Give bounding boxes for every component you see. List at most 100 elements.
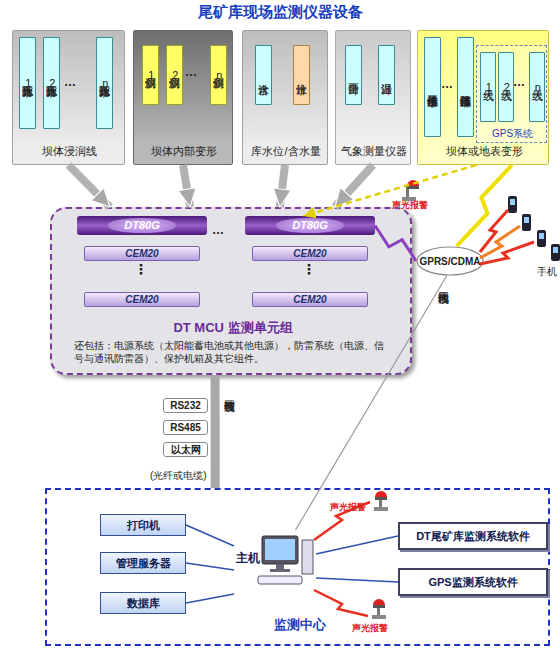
node-heading: 监测中心 bbox=[47, 618, 552, 632]
ellipsis: … bbox=[185, 66, 197, 79]
node-label: 以太网 bbox=[171, 444, 201, 455]
node-label: 天线1 bbox=[482, 81, 494, 93]
text-wrap: 沉降位移传感器 bbox=[458, 38, 473, 136]
node-label: DT尾矿库监测系统软件 bbox=[416, 530, 530, 542]
node-heading: 坝体内部变形 bbox=[134, 145, 234, 157]
module-box: CEM20 bbox=[84, 246, 200, 261]
device-box: 打印机 bbox=[100, 514, 186, 536]
text-wrap: 天线n bbox=[530, 53, 544, 121]
alarm-icon bbox=[372, 599, 386, 619]
node-label: 测斜仪2 bbox=[169, 69, 181, 81]
node-label: 管理服务器 bbox=[116, 557, 171, 569]
sensor-box: 水平位移传感器 bbox=[424, 37, 441, 137]
link-line bbox=[186, 525, 234, 546]
sensor-box: 测斜仪1 bbox=[142, 45, 159, 105]
computer-icon bbox=[258, 536, 313, 584]
text-wrap: 测斜仪n bbox=[211, 46, 226, 104]
node-label: 孔隙水压力计1 bbox=[22, 77, 34, 89]
node-label: DT80G bbox=[276, 218, 343, 232]
ellipsis: … bbox=[513, 76, 525, 89]
software-box: DT尾矿库监测系统软件 bbox=[398, 522, 548, 550]
text-wrap: 数据库 bbox=[101, 593, 185, 613]
node-label: CEM20 bbox=[125, 248, 158, 259]
phone-label: 手机 bbox=[537, 266, 557, 277]
text-wrap: 孔隙水压力计2 bbox=[44, 38, 59, 128]
antenna-box: 天线n bbox=[529, 52, 545, 122]
sensor-group: 含水计水位计库水位/含水量 bbox=[242, 30, 328, 165]
sensor-box: 孔隙水压力计n bbox=[96, 37, 113, 129]
ellipsis: … bbox=[441, 78, 453, 91]
node-label: 孔隙水压力计2 bbox=[46, 77, 58, 89]
wireless-link bbox=[296, 276, 447, 530]
logger-box: DT80G bbox=[77, 216, 207, 235]
sensor-group: 孔隙水压力计1孔隙水压力计2孔隙水压力计n坝体浸润线 bbox=[12, 30, 125, 165]
node-label: 天线2 bbox=[500, 81, 512, 93]
text-wrap: 孔隙水压力计n bbox=[97, 38, 112, 128]
node-label: GPS监测系统软件 bbox=[428, 576, 517, 588]
node-label: RS485 bbox=[170, 422, 201, 433]
ellipsis: ⋮ bbox=[302, 262, 316, 277]
interface-box: RS232 bbox=[163, 398, 208, 413]
sensor-box: 孔隙水压力计1 bbox=[19, 37, 36, 129]
alarm-bolts bbox=[314, 502, 370, 616]
alarm-label: 声光报警 bbox=[352, 624, 388, 634]
data-arrow bbox=[69, 165, 111, 207]
text-wrap: 天线1 bbox=[481, 53, 495, 121]
wireless-bolts bbox=[480, 210, 534, 264]
sensor-box: 含水计 bbox=[255, 45, 272, 105]
node-label: 数据库 bbox=[127, 597, 160, 609]
ellipse-shape bbox=[417, 247, 483, 275]
antenna-box: 天线2 bbox=[498, 52, 514, 122]
alarm-label: 声光报警 bbox=[392, 201, 428, 211]
text-wrap: CEM20 bbox=[253, 247, 367, 260]
module-box: CEM20 bbox=[84, 292, 200, 307]
sensor-box: 温湿计 bbox=[378, 45, 395, 105]
data-arrow bbox=[304, 165, 477, 216]
ellipsis: … bbox=[212, 224, 224, 237]
link-line bbox=[316, 536, 398, 554]
node-heading: DT MCU 监测单元组 bbox=[52, 321, 414, 335]
sensor-group: 雨量计温湿计气象测量仪器 bbox=[335, 30, 411, 165]
text-wrap: GPS监测系统软件 bbox=[400, 570, 546, 594]
module-box: CEM20 bbox=[252, 246, 368, 261]
alarm-label: 声光报警 bbox=[330, 503, 366, 513]
text-wrap: 打印机 bbox=[101, 515, 185, 535]
sensor-box: 雨量计 bbox=[345, 45, 362, 105]
unit-group: DT80GCEM20CEM20DT80GCEM20CEM20DT MCU 监测单… bbox=[50, 207, 412, 375]
wireless-bolt bbox=[457, 165, 512, 246]
text-wrap: CEM20 bbox=[253, 293, 367, 306]
text-wrap: 水平位移传感器 bbox=[425, 38, 440, 136]
node-label: 打印机 bbox=[127, 519, 160, 531]
node-label: RS232 bbox=[170, 400, 201, 411]
gps-group: 天线1天线2天线nGPS系统 bbox=[476, 45, 547, 143]
software-box: GPS监测系统软件 bbox=[398, 568, 548, 596]
text-wrap: RS485 bbox=[164, 421, 207, 434]
sensor-box: 测斜仪n bbox=[210, 45, 227, 105]
node-label: 测斜仪1 bbox=[145, 69, 157, 81]
link-line bbox=[186, 563, 234, 570]
sensor-box: 沉降位移传感器 bbox=[457, 37, 474, 137]
link-line bbox=[316, 578, 398, 582]
node-heading: 主机 bbox=[236, 552, 262, 565]
wired-link bbox=[211, 375, 220, 488]
data-arrow bbox=[280, 165, 285, 207]
antenna-box: 天线1 bbox=[480, 52, 496, 122]
sensor-group: 水平位移传感器沉降位移传感器天线1天线2天线nGPS系统坝体或地表变形 bbox=[417, 30, 549, 165]
text-wrap: RS232 bbox=[164, 399, 207, 412]
node-label: 测斜仪n bbox=[213, 69, 225, 81]
mobile-phones bbox=[508, 196, 560, 261]
text-wrap: 水位计 bbox=[294, 46, 309, 104]
network-ellipse: GPRS/CDMA bbox=[416, 246, 484, 276]
node-label: CEM20 bbox=[293, 248, 326, 259]
module-box: CEM20 bbox=[252, 292, 368, 307]
alarm-icon bbox=[374, 491, 388, 511]
interface-box: RS485 bbox=[163, 420, 208, 435]
text-wrap: CEM20 bbox=[85, 247, 199, 260]
sensor-box: 水位计 bbox=[293, 45, 310, 105]
device-box: 管理服务器 bbox=[100, 552, 186, 574]
sensor-group: 测斜仪1 测斜仪2 测斜仪n 坝体内部变形 bbox=[133, 30, 233, 165]
device-box: 数据库 bbox=[100, 592, 186, 614]
logger-box: DT80G bbox=[245, 216, 375, 235]
ellipsis: ⋮ bbox=[134, 262, 148, 277]
data-arrow bbox=[183, 165, 190, 207]
